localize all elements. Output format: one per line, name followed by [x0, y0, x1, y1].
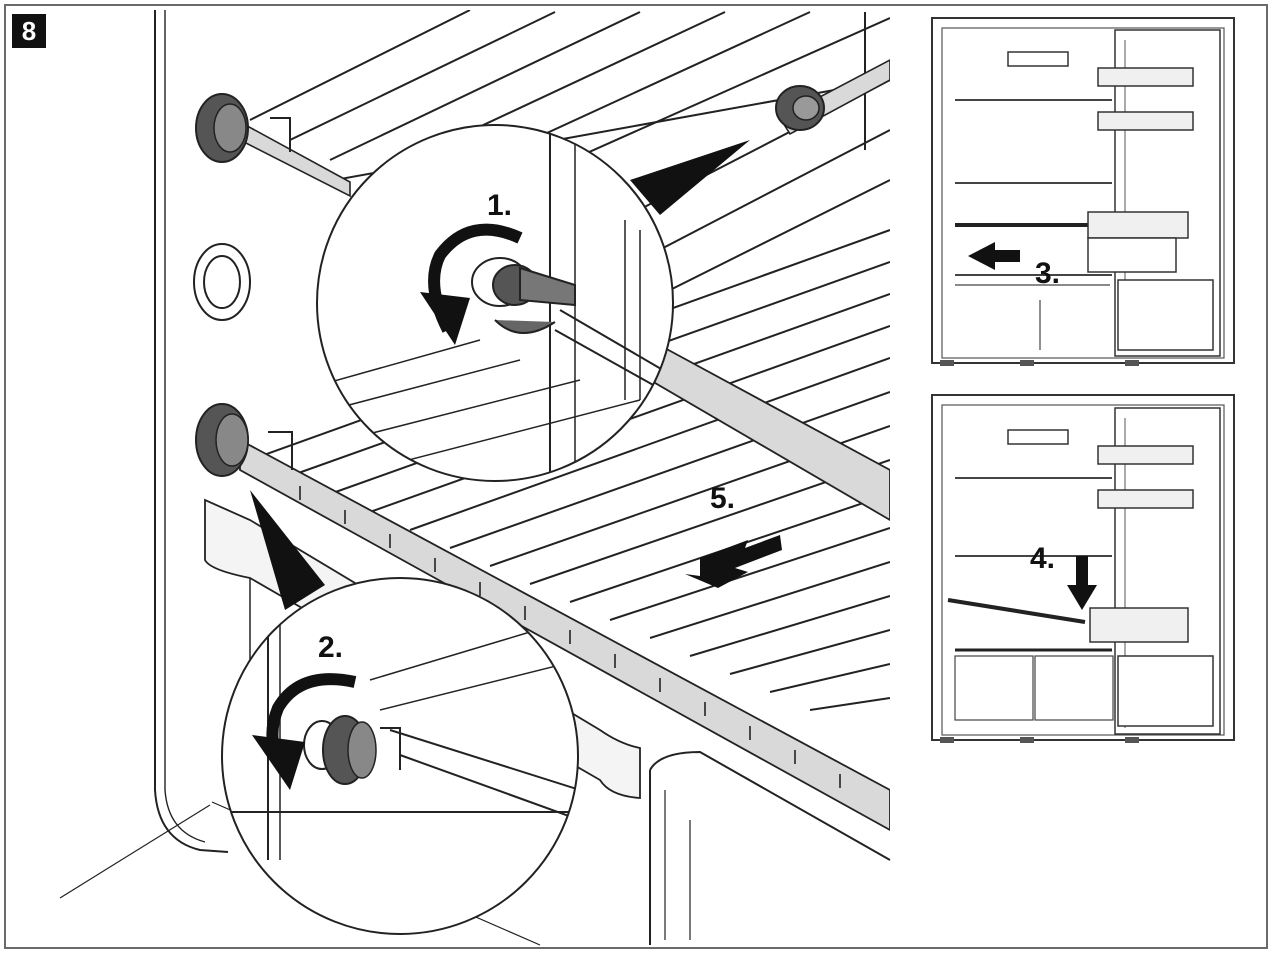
- detail-circle-1: [316, 124, 674, 482]
- arrow-left-3: [968, 242, 1020, 270]
- pull-out-arrow-5: [685, 535, 782, 588]
- upper-right-knob: [775, 85, 825, 131]
- step-label-4: 4.: [1030, 542, 1055, 575]
- step-label-5: 5.: [710, 482, 735, 515]
- wall-hole: [193, 243, 251, 321]
- lower-left-knob: [195, 403, 293, 477]
- step-label-2: 2.: [318, 631, 343, 664]
- lower-wire-shelf: [205, 220, 890, 870]
- upper-left-knob: [195, 93, 291, 163]
- thumbnail-step-4: [931, 394, 1235, 743]
- thumbnail-step-3: [931, 17, 1235, 366]
- detail-circle-2: [221, 577, 579, 935]
- arrow-down-4: [1067, 556, 1097, 610]
- step-label-3: 3.: [1035, 257, 1060, 290]
- step-label-1: 1.: [487, 189, 512, 222]
- pointer-wedge-1: [630, 140, 750, 215]
- pointer-wedge-2: [250, 490, 325, 610]
- figure-number-badge: 8: [12, 14, 46, 48]
